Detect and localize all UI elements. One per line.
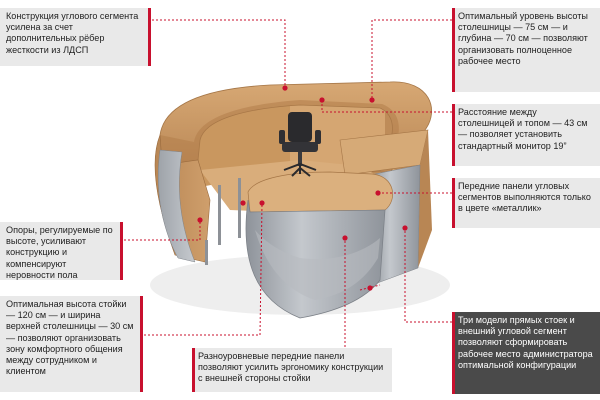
callout-accent-bar — [120, 222, 123, 280]
callout-configurations: Три модели прямых стоек и внешний углово… — [452, 312, 600, 394]
callout-corner-reinforcement-text: Конструкция углового сегмента усилена за… — [6, 11, 139, 55]
front-lower-panel-shade — [255, 230, 380, 300]
support-leg-2 — [238, 178, 241, 238]
callout-accent-bar — [452, 178, 455, 228]
front-curved-metal-panel — [245, 199, 386, 319]
anchor-dots — [197, 85, 408, 291]
callout-metallic-panels: Передние панели угловых сегментов выполн… — [452, 178, 600, 228]
callout-desktop-height-text: Оптимальный уровень высоты столешницы — … — [458, 11, 588, 66]
callout-multilevel-panels-text: Разноуровневые передние панели позволяют… — [198, 351, 384, 384]
callout-adjustable-supports-text: Опоры, регулируемые по высоте, усиливают… — [6, 225, 113, 280]
support-leg-3 — [205, 240, 208, 265]
front-counter-top — [247, 171, 394, 213]
callout-accent-bar — [452, 104, 455, 166]
callout-accent-bar — [148, 8, 151, 66]
callout-accent-bar — [452, 8, 455, 92]
callout-multilevel-panels: Разноуровневые передние панели позволяют… — [192, 348, 392, 392]
callout-counter-height-text: Оптимальная высота стойки — 120 см — и ш… — [6, 299, 134, 377]
callout-accent-bar — [192, 348, 195, 392]
callout-monitor-space-text: Расстояние между столешницей и топом — 4… — [458, 107, 588, 151]
callout-monitor-space: Расстояние между столешницей и топом — 4… — [452, 104, 600, 166]
callout-corner-reinforcement: Конструкция углового сегмента усилена за… — [0, 8, 148, 66]
counter-top-edge — [160, 100, 399, 178]
left-metal-panel — [157, 149, 196, 263]
callout-counter-height: Оптимальная высота стойки — 120 см — и ш… — [0, 296, 140, 392]
right-segment-side — [418, 130, 432, 268]
callout-accent-bar — [452, 312, 455, 394]
office-chair-icon — [279, 112, 321, 177]
callout-adjustable-supports: Опоры, регулируемые по высоте, усиливают… — [0, 222, 120, 280]
callout-desktop-height: Оптимальный уровень высоты столешницы — … — [452, 8, 600, 92]
callout-metallic-panels-text: Передние панели угловых сегментов выполн… — [458, 181, 591, 214]
support-leg-1 — [218, 185, 221, 245]
callout-configurations-text: Три модели прямых стоек и внешний углово… — [458, 315, 593, 370]
callout-accent-bar — [140, 296, 143, 392]
